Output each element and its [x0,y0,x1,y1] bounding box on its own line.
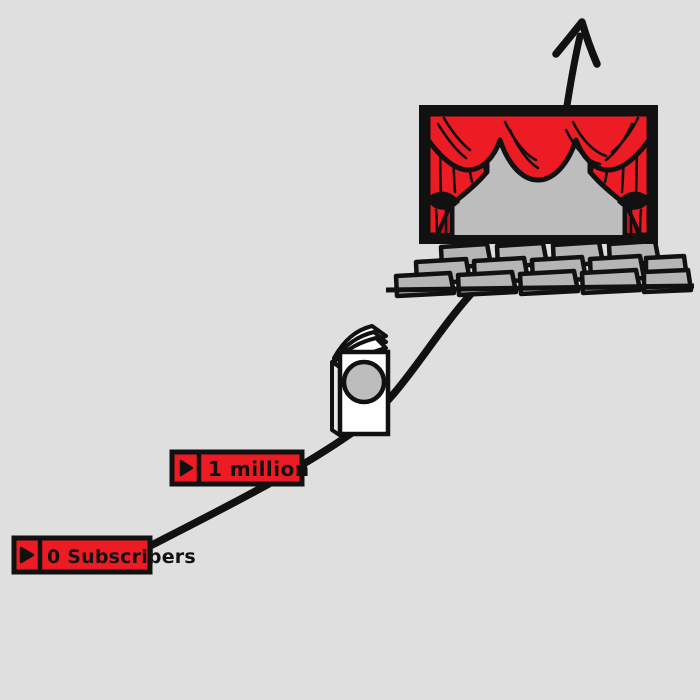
milestone-label: 0 Subscribers [47,546,196,568]
milestone-badge-zero-subscribers[interactable]: 0 Subscribers [11,535,196,575]
milestone-badge-one-million[interactable]: 1 million [169,449,310,487]
up-arrow [552,18,601,116]
open-book [330,324,391,438]
milestone-label: 1 million [208,457,310,481]
theater-stage [419,105,658,244]
play-triangle-icon [179,459,194,477]
play-triangle-icon [19,546,35,564]
